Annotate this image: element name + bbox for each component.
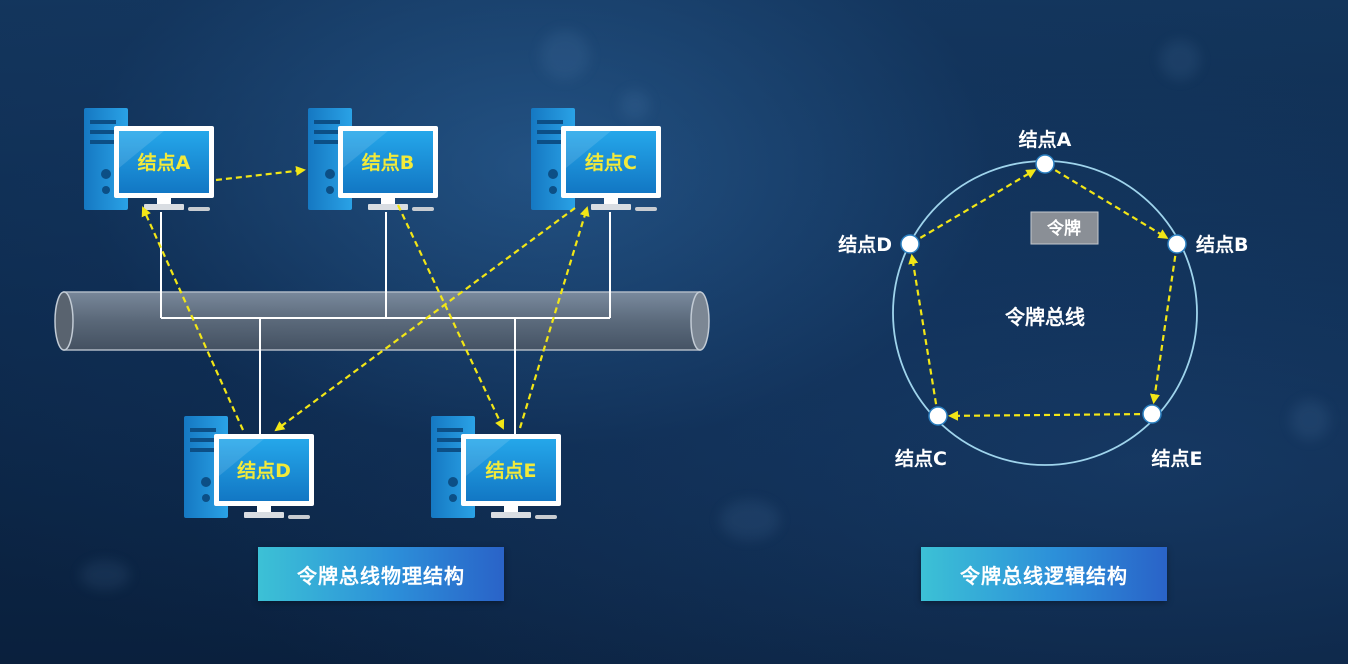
computer-label-c: 结点C [585,151,637,174]
computer-label-e: 结点E [486,459,537,482]
ring-node-a [1035,154,1055,174]
ring-arrow-c-to-d [908,253,938,405]
token-box: 令牌 [1030,211,1099,245]
arrow-e-to-c [518,206,590,429]
bokeh-light [80,560,130,590]
bokeh-light [620,90,650,120]
ring-node-label-a: 结点A [1019,128,1072,151]
ring-node-e [1142,404,1162,424]
bokeh-light [720,500,780,540]
ring-node-d [900,234,920,254]
ring-node-label-b: 结点B [1196,233,1248,256]
arrow-d-to-a [141,206,245,431]
physical-caption: 令牌总线物理结构 [258,547,504,601]
computer-label-b: 结点B [362,151,414,174]
logical-structure: 结点A 结点B 结点E 结点C 结点D 令牌 令牌总线 [838,128,1248,470]
token-path-logical [908,169,1177,421]
token-label: 令牌 [1047,218,1081,239]
ring-node-label-c: 结点C [895,447,947,470]
computer-label-a: 结点A [138,151,191,174]
arrow-b-to-e [397,204,505,430]
bokeh-light [1290,400,1330,440]
arrow-a-to-b [215,165,306,182]
computer-node-a: 结点A [84,108,214,211]
physical-structure: 结点A 结点B 结点C 结点D 结点E [54,108,710,519]
computer-node-d: 结点D [184,416,314,519]
bus-cable [54,291,710,351]
ring-arrow-b-to-e [1149,255,1177,405]
ring-arrow-a-to-b [1054,169,1169,239]
token-path-physical [141,165,590,432]
arrow-c-to-d [274,207,576,432]
computer-node-e: 结点E [431,416,561,519]
bus-wiring [160,212,611,436]
bus-center-label: 令牌总线 [1005,305,1085,329]
bokeh-light [540,30,590,80]
ring-node-b [1167,234,1187,254]
ring-node-label-e: 结点E [1152,447,1203,470]
ring-node-label-d: 结点D [838,233,892,256]
computer-label-d: 结点D [237,459,291,482]
logical-caption: 令牌总线逻辑结构 [921,547,1167,601]
bokeh-light [1160,40,1200,80]
ring-arrow-d-to-a [919,169,1037,239]
computer-node-b: 结点B [308,108,438,211]
ring-node-c [928,406,948,426]
computer-node-c: 结点C [531,108,661,211]
ring-arrow-e-to-c [947,410,1141,421]
